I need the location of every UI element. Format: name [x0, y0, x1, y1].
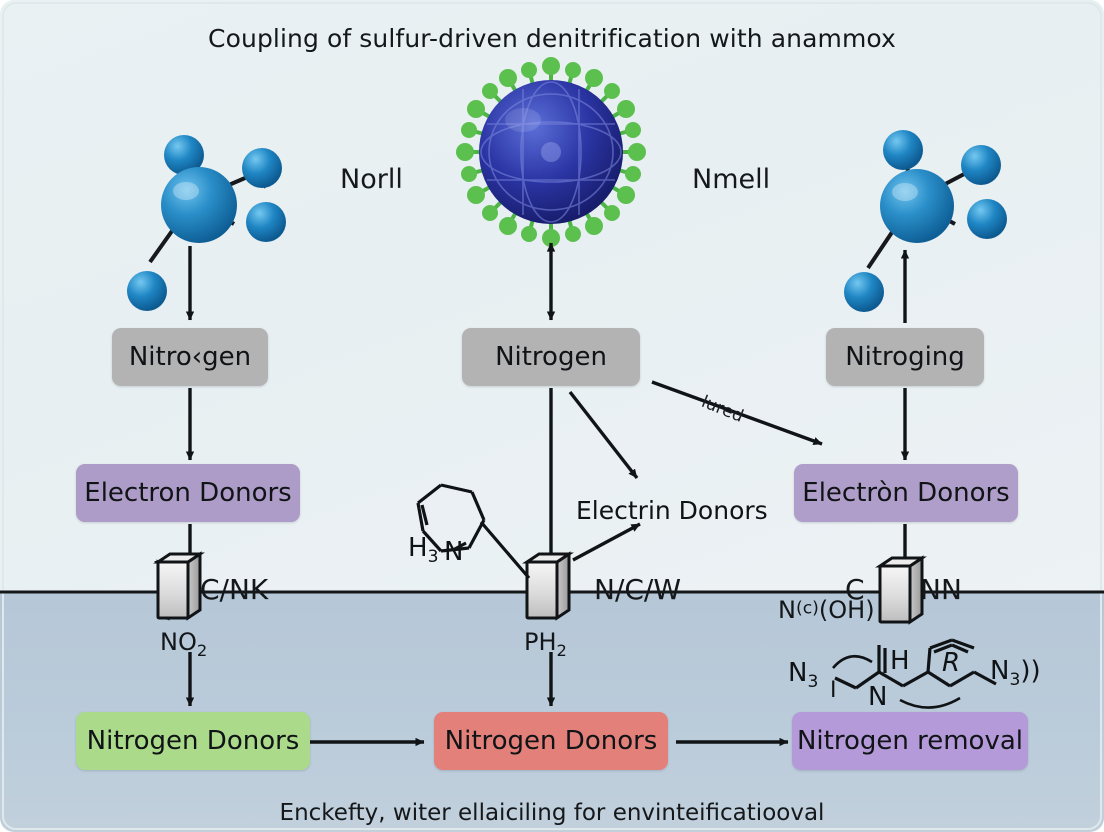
nitrogen-box-right-label: Nitroging	[845, 342, 965, 372]
azide-left-label: N3	[788, 658, 818, 692]
electron-donors-left-label: Electron Donors	[84, 478, 292, 508]
nitrogen-donors-green-label: Nitrogen Donors	[86, 726, 300, 756]
nitrogen-removal[interactable]: Nitrogen removal	[792, 712, 1028, 770]
right-process-label: Nmell	[692, 164, 771, 195]
electron-donors-right-label: Electròn Donors	[802, 478, 1010, 508]
nitrogen-donors-red-label: Nitrogen Donors	[444, 726, 658, 756]
nitrogen-box-right[interactable]: Nitroging	[826, 328, 984, 386]
pyridine-h3-label: H3	[408, 533, 438, 567]
membrane-tag-center: N/C/W	[594, 573, 682, 606]
azide-right-tail: ))	[1020, 656, 1041, 686]
pyridine-h-base: H	[408, 533, 428, 563]
figure-caption: Enckefty, witer ellaiciling for envintei…	[279, 800, 825, 826]
membrane-sub-center-base: PH	[524, 628, 557, 656]
nitrogen-box-center[interactable]: Nitrogen	[462, 328, 640, 386]
figure-title: Coupling of sulfur-driven denitrificatio…	[208, 24, 896, 53]
membrane-sub-right-b: (c)	[795, 598, 819, 619]
membrane-sub-left: NO2	[160, 628, 207, 660]
electrin-donors-text: Electrin Donors	[576, 496, 768, 525]
azide-iodine-label: I	[830, 678, 837, 703]
azide-right-label: N3))	[990, 656, 1041, 690]
azide-left-base: N	[788, 658, 808, 688]
nitrogen-box-left-label: Nitro‹gen	[128, 342, 252, 372]
left-process-label: Norll	[340, 164, 403, 195]
membrane-sub-center: PH2	[524, 628, 567, 660]
azide-left-index: 3	[807, 672, 819, 693]
nitrogen-removal-label: Nitrogen removal	[796, 726, 1024, 756]
nitrogen-box-left[interactable]: Nitro‹gen	[112, 328, 268, 386]
azide-right-base: N	[990, 656, 1010, 686]
membrane-sub-left-index: 2	[196, 640, 208, 660]
nitrogen-box-center-label: Nitrogen	[495, 342, 607, 372]
azide-imine-nitrogen-label: N	[868, 682, 888, 712]
membrane-sub-right-c: (OH)	[818, 596, 875, 624]
nitrogen-donors-red[interactable]: Nitrogen Donors	[434, 712, 668, 770]
nitrogen-donors-green[interactable]: Nitrogen Donors	[76, 712, 310, 770]
membrane-sub-right-a: N	[778, 596, 796, 624]
electron-donors-right[interactable]: Electròn Donors	[794, 464, 1018, 522]
azide-right-index: 3	[1009, 670, 1021, 691]
membrane-sub-center-index: 2	[556, 640, 567, 660]
membrane-tag-left: C/NK	[200, 573, 269, 606]
membrane-tag-right-right: NN	[920, 573, 962, 606]
membrane-tag-right-left: C	[845, 573, 865, 606]
azide-ring-r-label: R	[942, 648, 961, 678]
pyridine-h-index: 3	[427, 547, 439, 568]
electron-donors-left[interactable]: Electron Donors	[76, 464, 300, 522]
membrane-sub-right: N(c)(OH)	[778, 596, 875, 624]
membrane-sub-left-base: NO	[160, 628, 197, 656]
pyridine-nitrogen-label: N	[444, 537, 464, 567]
azide-bridge-hydrogen-label: H	[890, 646, 910, 676]
